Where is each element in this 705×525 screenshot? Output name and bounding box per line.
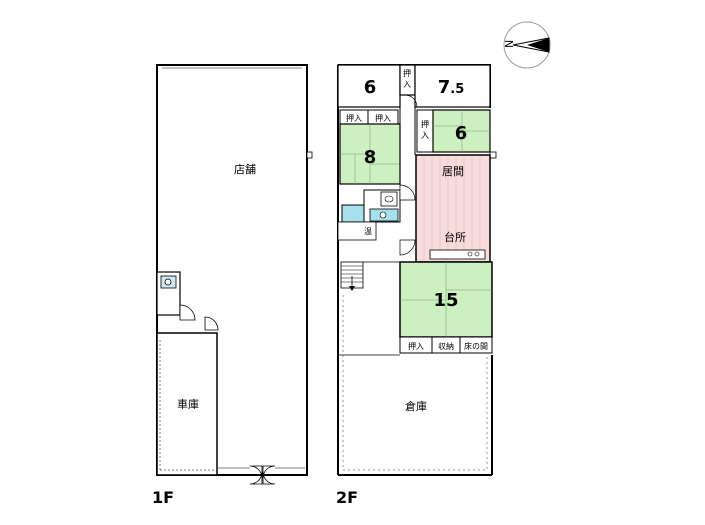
room-label-8: 8 [364, 147, 377, 168]
room-label-kitchen: 台所 [444, 230, 466, 244]
tokonoma-label: 床の間 [464, 341, 488, 351]
room-label-15: 15 [433, 290, 458, 311]
kitchen-counter-icon [429, 249, 486, 260]
floor-label-1f: 1F [152, 488, 174, 507]
room-label-living: 居間 [442, 165, 464, 178]
room-label-warehouse: 倉庫 [405, 399, 427, 413]
living-kitchen [415, 154, 491, 263]
side-marker [306, 151, 313, 159]
stairs-icon [340, 261, 364, 291]
room-label-6-right: 6 [455, 123, 468, 144]
closet-label-3: 押入 [408, 341, 424, 351]
room-label-6-top: 6 [364, 77, 377, 98]
compass: N [503, 21, 551, 69]
room-6-top [337, 64, 401, 108]
closet-label-1: 押入 [346, 113, 362, 123]
bath-icon [341, 204, 365, 223]
water-heater-label: 温 [364, 227, 372, 236]
svg-text:入: 入 [403, 80, 411, 89]
entrance-doors-icon [249, 465, 276, 485]
closet-label-2: 押入 [375, 113, 391, 123]
floor-2f: 押 入 押入 押入 押 入 [336, 64, 497, 507]
floor-label-2f: 2F [336, 488, 358, 507]
floor-1f: 店舗 車庫 1F [152, 64, 313, 507]
svg-text:押: 押 [421, 119, 429, 129]
compass-north-label: N [503, 40, 516, 48]
garage-outline [156, 332, 218, 476]
room-label-shop: 店舗 [234, 162, 256, 176]
svg-text:入: 入 [421, 131, 429, 140]
closet-top-label: 押 [403, 68, 411, 78]
tokonoma-below-15 [459, 336, 493, 354]
room-label-7-5: 7.5 [438, 77, 465, 98]
room-7-5 [414, 64, 491, 108]
storage-label: 収納 [438, 341, 454, 351]
room-label-garage: 車庫 [177, 397, 199, 411]
